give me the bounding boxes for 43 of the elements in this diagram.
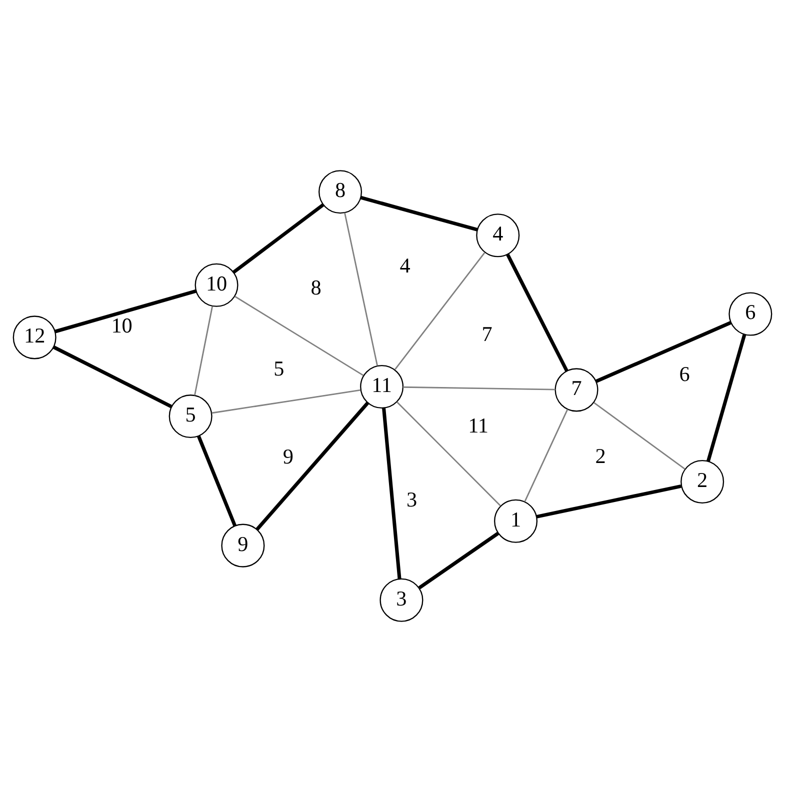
node-circle: 11	[360, 364, 404, 408]
node-circle: 7	[554, 368, 598, 412]
connector	[706, 334, 746, 462]
node-circle: 2	[680, 459, 724, 503]
connector	[418, 531, 500, 589]
connector	[402, 386, 556, 390]
connector	[360, 195, 478, 231]
node-circle: 4	[476, 213, 520, 257]
label: 6	[679, 361, 690, 386]
label: 11	[468, 412, 488, 437]
connector	[52, 345, 172, 408]
node-circle: 9	[221, 523, 265, 567]
connector	[232, 202, 324, 274]
label: 4	[400, 252, 410, 277]
node-circle: 1	[494, 498, 538, 542]
label: 2	[595, 444, 606, 468]
connector	[596, 320, 732, 382]
connector	[194, 306, 214, 395]
label: 10	[111, 313, 132, 338]
label: 5	[274, 356, 284, 380]
connector	[506, 253, 568, 372]
node-circle: 12	[12, 315, 56, 359]
node-circle: 5	[168, 394, 212, 438]
node-circle: 6	[728, 292, 772, 336]
label: 8	[310, 274, 322, 299]
connector	[394, 252, 486, 370]
connector	[234, 295, 364, 376]
label: 7	[482, 321, 492, 346]
node-circle: 10	[194, 262, 238, 306]
connector	[382, 407, 402, 579]
connector	[524, 408, 568, 502]
connector	[536, 484, 682, 518]
label: 9	[282, 444, 294, 468]
node-circle: 3	[380, 578, 424, 622]
connector	[212, 388, 361, 414]
node-circle: 8	[318, 170, 362, 214]
connector	[344, 212, 378, 366]
connector	[196, 434, 237, 526]
connector	[396, 401, 501, 506]
label: 3	[406, 487, 418, 512]
connector	[54, 288, 196, 333]
connector	[594, 402, 686, 470]
connector	[256, 401, 370, 530]
